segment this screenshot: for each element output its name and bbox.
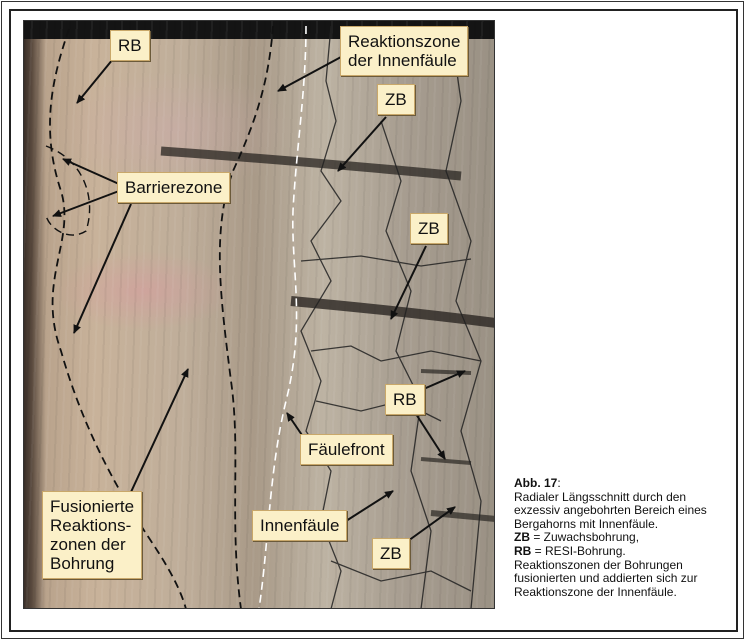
label-rb-top: RB (110, 30, 150, 61)
caption-title: Abb. 17 (514, 476, 558, 490)
annotation-overlay (45, 25, 494, 608)
caption-rb-def: = RESI-Bohrung. (531, 543, 626, 558)
label-zb-middle: ZB (410, 213, 448, 244)
label-reaktionszone: Reaktionszone der Innenfäule (340, 26, 469, 76)
label-faeulefront: Fäulefront (300, 434, 393, 465)
label-zb-top: ZB (377, 84, 415, 115)
caption-description: Radialer Längsschnitt durch den exzessiv… (514, 489, 707, 531)
inner-frame (9, 9, 738, 632)
annotation-arrows (52, 56, 466, 547)
label-fusionierte: Fusionierte Reaktions- zonen der Bohrung (42, 491, 143, 579)
caption-zb-abbr: ZB (514, 530, 530, 545)
label-zb-bottom: ZB (372, 538, 410, 569)
caption-zb-def: = Zuwachsbohrung, (530, 530, 640, 545)
figure-caption: Abb. 17: Radialer Längsschnitt durch den… (514, 476, 734, 599)
label-barrierezone: Barrierezone (117, 172, 231, 203)
caption-title-suffix: : (557, 476, 561, 490)
label-innenfaeule: Innenfäule (252, 510, 348, 541)
caption-conclusion: Reaktionszonen der Bohrungen fusionierte… (514, 557, 698, 599)
caption-rb-abbr: RB (514, 543, 532, 558)
label-rb-right: RB (385, 384, 425, 415)
decay-cracks (300, 25, 482, 608)
